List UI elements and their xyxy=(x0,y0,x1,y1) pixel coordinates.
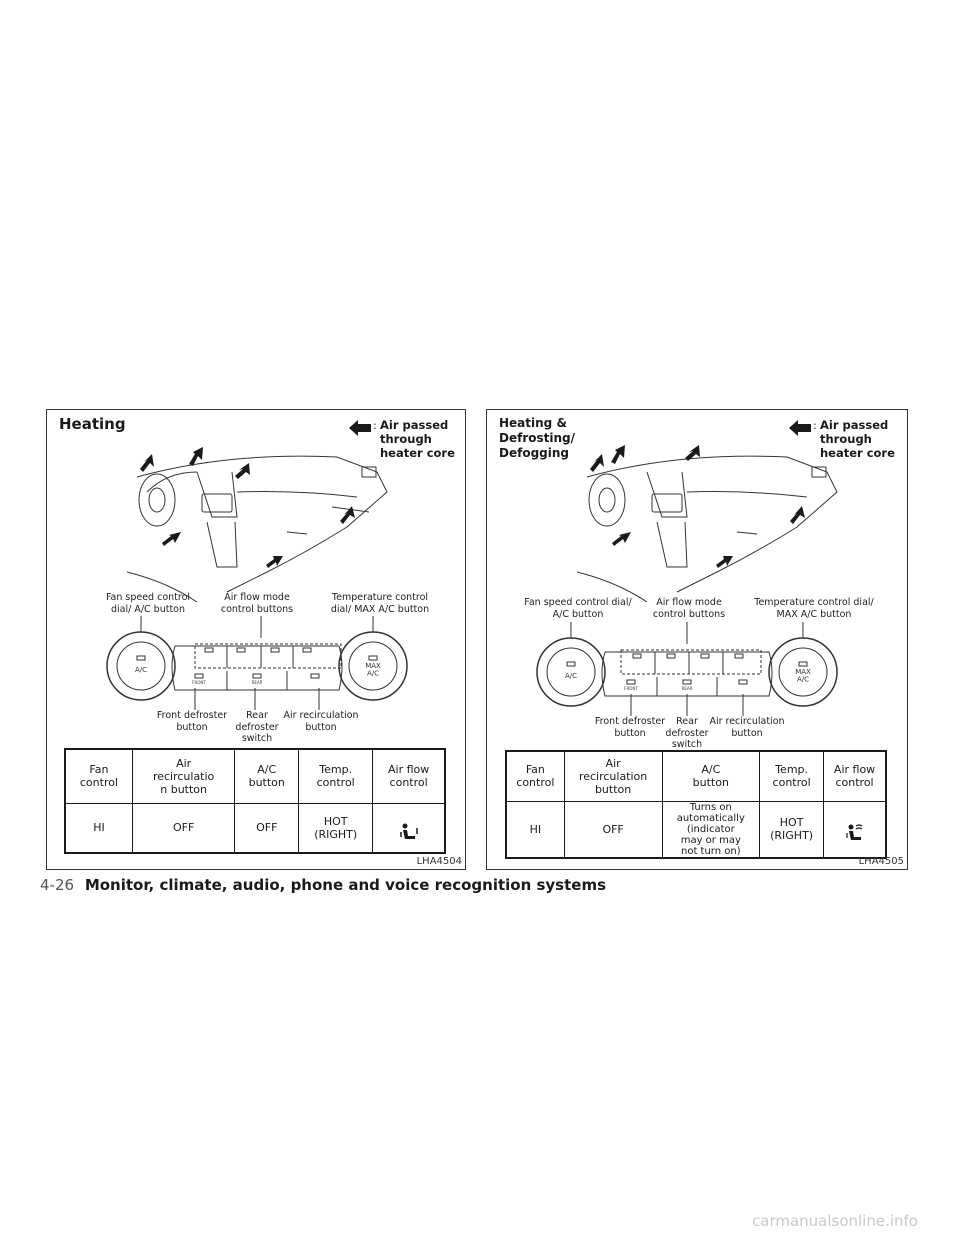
temperature-dial-label: Temperature control dial/ MAX A/C button xyxy=(330,592,430,615)
heating-defrosting-figure-panel: Heating & Defrosting/ Defogging : Air pa… xyxy=(486,409,908,870)
table-header-cell: Fan control xyxy=(505,750,565,802)
table-cell: HI xyxy=(505,800,565,858)
airflow-buttons-label: Air flow mode control buttons xyxy=(652,597,726,620)
table-header-cell: Air flow control xyxy=(372,748,446,804)
table-header-cell: A/C button xyxy=(234,748,300,804)
table-cell: OFF xyxy=(234,802,300,854)
air-recirculation-label: Air recirculation button xyxy=(283,710,359,733)
table-cell: Turns on automatically (indicator may or… xyxy=(661,800,761,858)
legend-text: Air passed through heater core xyxy=(380,418,455,460)
panel-title: Heating xyxy=(59,415,126,433)
defrost-floor-vent-icon xyxy=(845,824,862,840)
table-header-row: Fan control Air recirculatio n button A/… xyxy=(64,748,446,804)
arrow-legend-icon xyxy=(349,420,371,436)
heating-figure-panel: Heating : Air passed through heater core xyxy=(46,409,466,870)
page-number: 4-26 xyxy=(40,876,75,894)
table-cell xyxy=(372,802,446,854)
page-footer: 4-26 Monitor, climate, audio, phone and … xyxy=(40,876,606,894)
table-header-cell: A/C button xyxy=(661,750,761,802)
table-cell: HOT (RIGHT) xyxy=(759,800,825,858)
figure-id: LHA4504 xyxy=(416,856,462,867)
watermark: carmanualsonline.info xyxy=(752,1212,918,1230)
panel-title: Heating & Defrosting/ Defogging xyxy=(499,416,575,460)
settings-table: Fan control Air recirculation button A/C… xyxy=(505,750,887,859)
fan-speed-dial-label: Fan speed control dial/ A/C button xyxy=(524,597,632,620)
table-row: HI OFF OFF HOT (RIGHT) xyxy=(64,802,446,854)
table-cell: OFF xyxy=(131,802,236,854)
front-button-label: FRONT xyxy=(192,680,206,685)
table-cell: HOT (RIGHT) xyxy=(298,802,374,854)
dashboard-illustration xyxy=(126,447,388,602)
airflow-buttons-label: Air flow mode control buttons xyxy=(220,592,294,615)
legend-separator: : xyxy=(813,419,817,432)
fan-speed-dial-label: Fan speed control dial/ A/C button xyxy=(105,592,191,615)
rear-button-label: REAR xyxy=(252,680,263,685)
rear-defroster-label: Rear defroster switch xyxy=(235,710,279,744)
front-defroster-label: Front defroster button xyxy=(156,710,228,733)
table-header-cell: Temp. control xyxy=(759,750,825,802)
table-row: HI OFF Turns on automatically (indicator… xyxy=(505,800,887,858)
front-defroster-label: Front defroster button xyxy=(594,716,666,739)
temperature-dial-label: Temperature control dial/ MAX A/C button xyxy=(754,597,874,620)
table-header-cell: Temp. control xyxy=(298,748,374,804)
legend-text: Air passed through heater core xyxy=(820,418,895,460)
table-cell xyxy=(823,800,887,858)
ac-dial-label: A/C xyxy=(565,672,577,680)
dashboard-illustration xyxy=(576,445,838,602)
air-recirculation-label: Air recirculation button xyxy=(709,716,785,739)
table-cell: HI xyxy=(64,802,133,854)
arrow-legend-icon xyxy=(789,420,811,436)
legend-separator: : xyxy=(373,419,377,432)
table-header-row: Fan control Air recirculation button A/C… xyxy=(505,750,887,802)
front-button-label: FRONT xyxy=(624,686,638,691)
rear-button-label: REAR xyxy=(682,686,693,691)
settings-table: Fan control Air recirculatio n button A/… xyxy=(64,748,446,854)
section-title: Monitor, climate, audio, phone and voice… xyxy=(84,876,607,894)
ac-dial-label: A/C xyxy=(135,666,147,674)
table-header-cell: Fan control xyxy=(64,748,133,804)
table-header-cell: Air recirculation button xyxy=(563,750,663,802)
table-cell: OFF xyxy=(563,800,663,858)
floor-vent-icon xyxy=(399,823,418,839)
figure-id: LHA4505 xyxy=(858,856,904,867)
table-header-cell: Air flow control xyxy=(823,750,887,802)
table-header-cell: Air recirculatio n button xyxy=(131,748,236,804)
rear-defroster-label: Rear defroster switch xyxy=(665,716,709,750)
